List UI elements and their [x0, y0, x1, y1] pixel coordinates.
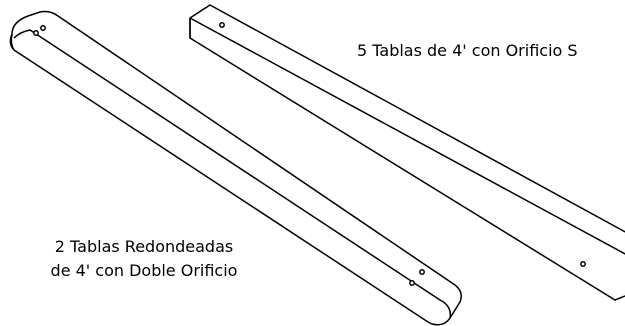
rounded-board-hole-far-a: [409, 280, 415, 286]
square-board-top-edge: [189, 17, 625, 255]
rounded-board-end-face: [10, 33, 15, 51]
rounded-board-label: 2 Tablas Redondeadas de 4' con Doble Ori…: [12, 235, 276, 283]
rounded-board-hole-near-a: [33, 30, 39, 36]
square-board-label: 5 Tablas de 4' con Orificio S: [357, 41, 578, 60]
square-board: [189, 4, 625, 301]
rounded-board: [9, 10, 462, 326]
rounded-board-hole-far-b: [419, 269, 425, 275]
square-board-hole-far: [580, 261, 586, 267]
square-board-hole-near: [219, 22, 225, 28]
rounded-board-label-line1: 2 Tablas Redondeadas: [54, 237, 234, 256]
rounded-board-top-edge: [13, 29, 452, 319]
rounded-board-hole-near-b: [40, 25, 46, 31]
rounded-board-label-line2: de 4' con Doble Orificio: [50, 261, 238, 280]
